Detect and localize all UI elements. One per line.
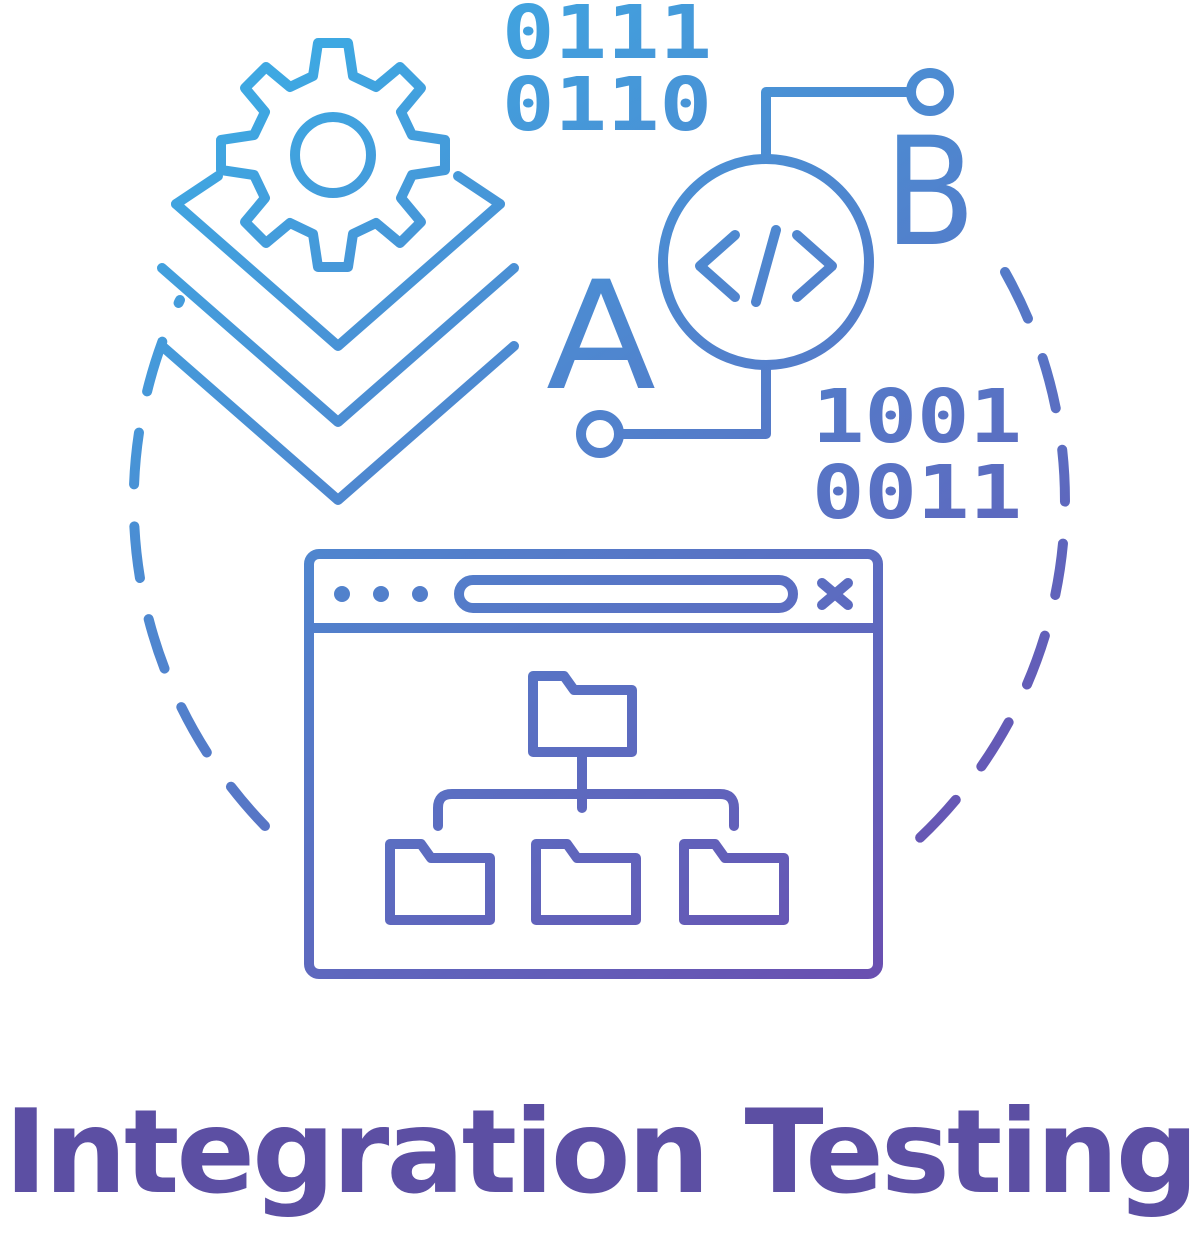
page-title: Integration Testing [4,1085,1199,1220]
gear-icon [216,38,450,272]
folder-left-icon [385,839,495,925]
layers-icon [157,171,519,505]
node-b-label: B [884,106,976,280]
folder-right-icon [679,839,789,925]
dashed-circle-left [128,295,270,831]
folder-middle-icon [531,839,641,925]
window-dots [334,586,428,602]
node-a-label: A [546,250,656,424]
binary-right-line2: 0011 [812,450,1022,536]
dashed-circle-right [905,267,1070,852]
binary-top-line2: 0110 [502,62,712,148]
folder-root-icon [528,671,637,757]
code-circle-icon [576,68,954,458]
binary-right-line1: 1001 [812,374,1022,460]
folder-tree-icon [385,671,789,925]
binary-top-line1: 0111 [502,0,712,76]
browser-window-icon [304,549,883,979]
